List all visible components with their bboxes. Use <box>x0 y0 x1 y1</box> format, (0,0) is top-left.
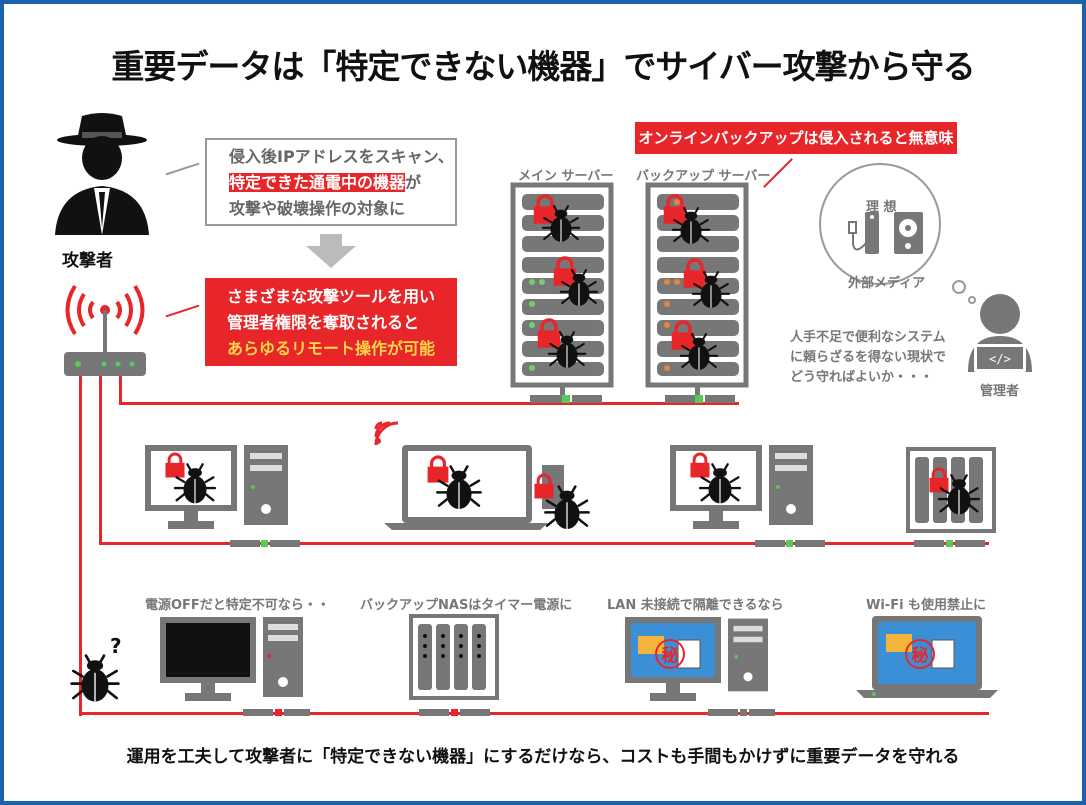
footer-message: 運用を工夫して攻撃者に「特定できない機器」にするだけなら、コストも手間もかけずに… <box>126 747 960 767</box>
network-cable <box>79 376 82 716</box>
thought-line-2: に頼らざるを得ない現状で <box>790 350 947 365</box>
scan-line-1: 侵入後IPアドレスをスキャン、 <box>229 147 454 166</box>
safe-label-nas-timer: バックアップNASはタイマー電源に <box>360 598 573 613</box>
infected-desktop-1 <box>145 445 300 547</box>
question-mark: ? <box>110 634 122 658</box>
page-title: 重要データは「特定できない機器」でサイバー攻撃から守る <box>111 47 975 86</box>
isolated-desktop: 秘 <box>625 617 775 716</box>
server-network-line <box>119 402 739 405</box>
online-backup-banner: オンラインバックアップは侵入されると無意味 <box>635 122 957 154</box>
admin-icon: </> <box>968 294 1032 372</box>
ideal-title: 理 想 <box>866 200 897 215</box>
network-cable <box>119 376 122 405</box>
backup-server-rack <box>645 182 749 395</box>
thought-line-3: どう守ればよいか・・・ <box>790 370 934 385</box>
admin-thought: 人手不足で便利なシステム に頼らざるを得ない現状で どう守ればよいか・・・ <box>790 328 946 388</box>
tools-line-2: 管理者権限を奪取されると <box>227 313 420 332</box>
infected-laptop <box>374 421 590 531</box>
router-icon <box>64 284 146 376</box>
secret-mark: 秘 <box>662 645 679 666</box>
main-server-rack <box>510 182 614 395</box>
scan-line-3: 攻撃や破壊操作の対象に <box>229 199 406 218</box>
scan-line-2-rest: が <box>405 173 422 192</box>
scan-highlight: 特定できた通電中の機器 <box>229 173 406 192</box>
admin-label: 管理者 <box>980 384 1020 399</box>
infected-desktop-2 <box>670 445 825 547</box>
scan-line-2: 特定できた通電中の機器が <box>229 170 455 196</box>
tools-line-1: さまざまな攻撃ツールを用い <box>227 287 436 306</box>
safe-label-power-off: 電源OFFだと特定不可なら・・ <box>145 598 330 613</box>
secret-mark: 秘 <box>912 645 929 666</box>
no-wifi-laptop: 秘 <box>856 616 998 698</box>
server-racks <box>510 182 749 403</box>
tools-callout: さまざまな攻撃ツールを用い 管理者権限を奪取されると あらゆるリモート操作が可能 <box>205 278 457 366</box>
powered-off-desktop <box>160 617 310 716</box>
backup-server-label: バックアップ サーバー <box>636 169 771 184</box>
offline-network-line <box>79 712 989 715</box>
thought-line-1: 人手不足で便利なシステム <box>790 330 946 345</box>
main-server-label: メイン サーバー <box>518 169 614 184</box>
attacker-label: 攻撃者 <box>62 251 113 271</box>
svg-text:</>: </> <box>989 352 1011 366</box>
down-arrow-icon <box>306 234 356 268</box>
scan-callout: 侵入後IPアドレスをスキャン、 特定できた通電中の機器が 攻撃や破壊操作の対象に <box>205 138 457 226</box>
safe-label-no-wifi: Wi-Fi も使用禁止に <box>866 598 987 613</box>
external-media-label: 外部メディア <box>848 276 926 291</box>
timer-nas <box>409 614 499 716</box>
client-network-line <box>99 542 989 545</box>
attacker-icon <box>55 113 149 235</box>
thought-bubbles <box>952 280 976 304</box>
tools-line-3: あらゆるリモート操作が可能 <box>227 339 436 358</box>
ideal-external-media <box>819 163 941 285</box>
network-cable <box>99 376 102 545</box>
infected-nas <box>906 447 996 547</box>
safe-label-lan-disconnect: LAN 未接続で隔離できるなら <box>607 598 784 613</box>
